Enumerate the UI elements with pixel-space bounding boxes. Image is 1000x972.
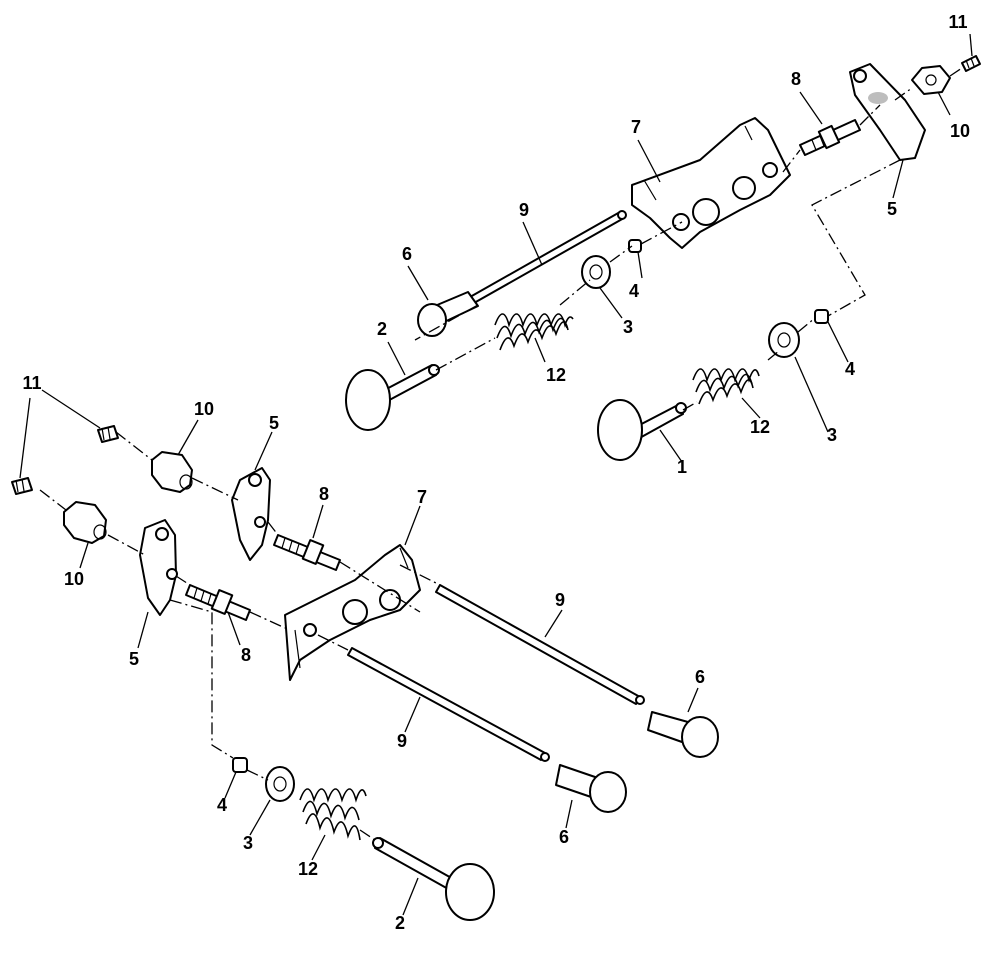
- pushrod-lower-long: [435, 584, 645, 705]
- label-12-right: 12: [750, 417, 770, 437]
- spring-upper: [494, 313, 574, 351]
- retainer-right: [768, 322, 800, 358]
- label-12-upper: 12: [546, 365, 566, 385]
- label-4-right: 4: [845, 359, 855, 379]
- spring-right: [692, 368, 760, 405]
- tappet-lower: [555, 764, 627, 813]
- stud-middle: [273, 534, 341, 571]
- label-11-upper: 11: [948, 12, 967, 32]
- label-6-upper: 6: [402, 244, 412, 264]
- stud-upper: [799, 119, 861, 156]
- label-5-middle: 5: [269, 413, 279, 433]
- adjusting-nut-upper: [911, 65, 951, 95]
- setscrew-left: [11, 477, 33, 495]
- label-9-lower: 9: [397, 731, 407, 751]
- label-5-lower: 5: [129, 649, 139, 669]
- label-3-right: 3: [827, 425, 837, 445]
- label-6-lower: 6: [559, 827, 569, 847]
- label-3-upper: 3: [623, 317, 633, 337]
- guide-plate-upper: [631, 117, 791, 249]
- retainer-upper: [581, 255, 611, 289]
- label-9-upper: 9: [519, 200, 529, 220]
- tappet-upper: [417, 291, 479, 337]
- label-8-upper: 8: [791, 69, 801, 89]
- leader-lines: [19, 33, 973, 916]
- guide-plate-lower: [284, 544, 421, 681]
- stud-lower: [185, 584, 251, 621]
- keeper-right: [814, 309, 829, 324]
- label-8-middle: 8: [319, 484, 329, 504]
- spring-lower: [299, 788, 367, 841]
- label-11-left: 11: [22, 373, 41, 393]
- label-12-lower: 12: [298, 859, 318, 879]
- label-10-upper: 10: [950, 121, 970, 141]
- adjusting-nut-middle: [151, 451, 193, 493]
- label-7-upper: 7: [631, 117, 641, 137]
- part-labels: 11 10 8 7 5 9 6 4 3 2 12 4 12 3 1 11 10 …: [22, 12, 970, 933]
- label-2-lower: 2: [395, 913, 405, 933]
- label-2-upper: 2: [377, 319, 387, 339]
- label-10-lower: 10: [64, 569, 84, 589]
- label-6-lower-right: 6: [695, 667, 705, 687]
- label-10-middle: 10: [194, 399, 214, 419]
- pushrod-lower: [347, 647, 550, 762]
- tappet-lower-right: [647, 711, 719, 758]
- label-7-lower: 7: [417, 487, 427, 507]
- setscrew-middle: [97, 425, 119, 443]
- retainer-lower: [265, 766, 295, 802]
- label-3-lower: 3: [243, 833, 253, 853]
- valve-1: [597, 399, 687, 461]
- label-1: 1: [677, 457, 687, 477]
- label-5-upper: 5: [887, 199, 897, 219]
- rocker-upper: [849, 63, 926, 161]
- keeper-upper: [628, 239, 642, 253]
- adjusting-nut-lower: [63, 501, 107, 544]
- keeper-lower: [232, 757, 248, 773]
- rocker-middle: [231, 467, 271, 561]
- label-9-lower-right: 9: [555, 590, 565, 610]
- valve-upper: [345, 364, 440, 431]
- valve-lower: [372, 837, 495, 921]
- label-4-upper: 4: [629, 281, 639, 301]
- label-8-lower: 8: [241, 645, 251, 665]
- setscrew-upper: [961, 55, 981, 72]
- label-4-lower: 4: [217, 795, 227, 815]
